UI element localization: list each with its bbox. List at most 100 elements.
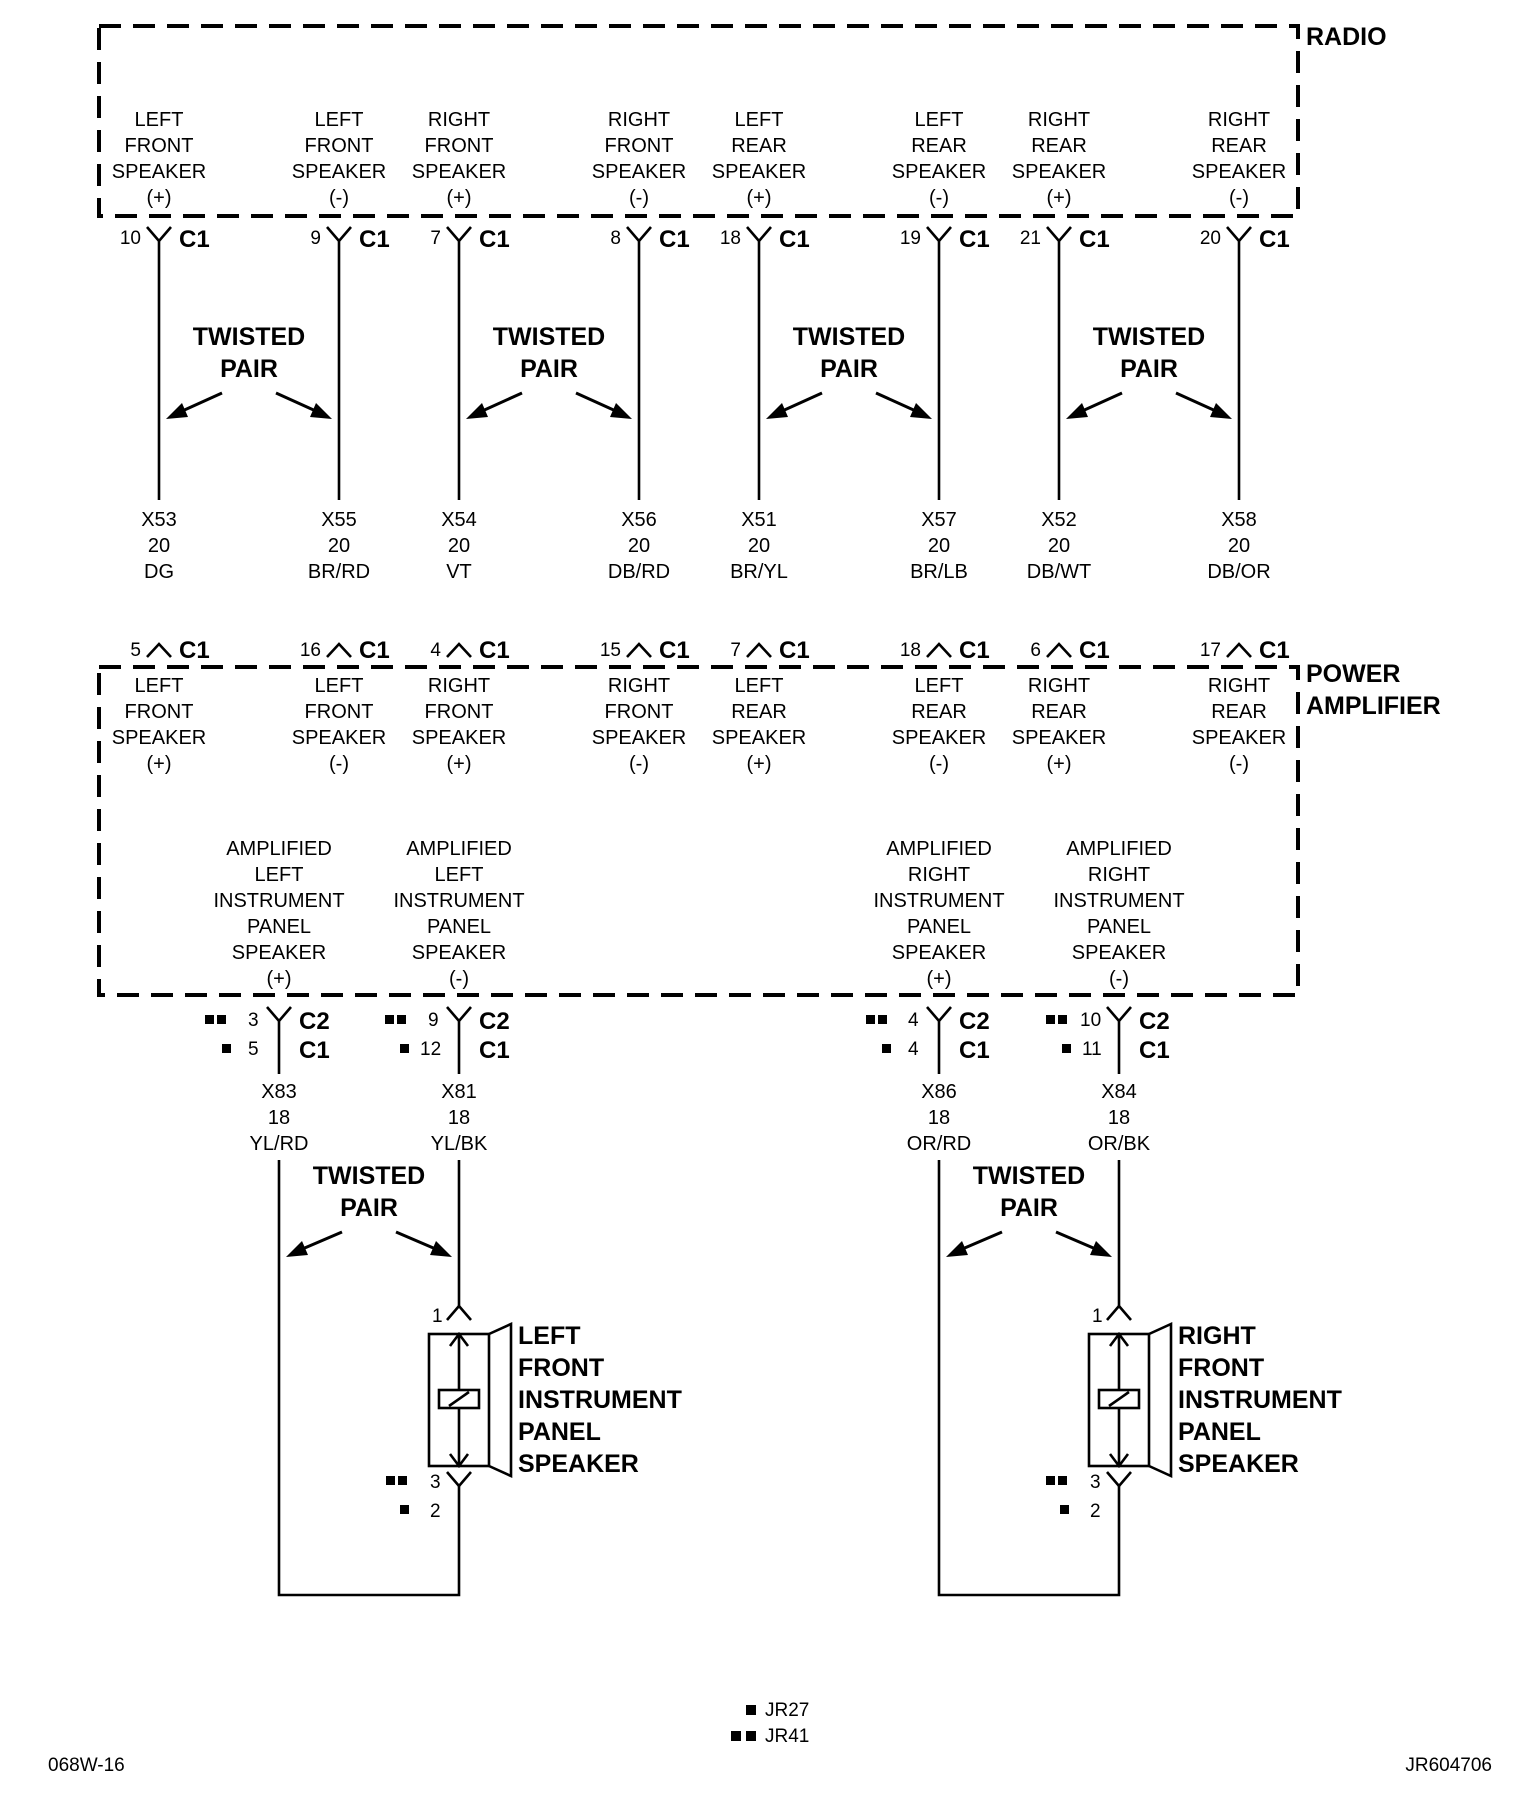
jr41-icon: [1058, 1015, 1067, 1024]
pin-number: 11: [1082, 1039, 1102, 1060]
arrow-head: [610, 403, 632, 419]
twisted-pair-label: PAIR: [220, 355, 278, 383]
amplifier-output: AMPLIFIED RIGHT INSTRUMENT PANEL SPEAKER…: [1053, 838, 1184, 990]
input-polarity: (+): [147, 753, 172, 775]
arrow-head: [466, 403, 488, 419]
input-label: SPEAKER: [1192, 727, 1286, 749]
terminal-label: SPEAKER: [112, 161, 206, 183]
output-label: PANEL: [1087, 916, 1151, 938]
speaker-name: PANEL: [518, 1418, 601, 1446]
input-polarity: (-): [629, 753, 649, 775]
speaker-pin: 3: [1090, 1472, 1101, 1493]
connector-id: C1: [1259, 637, 1290, 664]
arrow-line: [275, 391, 319, 414]
output-label: AMPLIFIED: [406, 838, 512, 860]
radio-title: RADIO: [1306, 23, 1387, 51]
input-label: FRONT: [305, 701, 374, 723]
pin-number: 10: [1080, 1010, 1101, 1031]
variant-icon-pair: [385, 1015, 406, 1024]
input-label: SPEAKER: [712, 727, 806, 749]
output-label: SPEAKER: [412, 942, 506, 964]
terminal-polarity: (-): [1229, 187, 1249, 209]
variant-icon-pair: [1046, 1015, 1067, 1024]
pin-number: 4: [908, 1039, 919, 1060]
terminal-polarity: (+): [147, 187, 172, 209]
terminal-label: FRONT: [125, 135, 194, 157]
connector-id: C2: [959, 1008, 990, 1035]
output-label: SPEAKER: [892, 942, 986, 964]
power-amplifier-module: POWER AMPLIFIER: [97, 660, 1441, 997]
radio-terminal: LEFT REAR SPEAKER (+) 18 C1: [712, 109, 810, 253]
connector-caret: [746, 642, 772, 658]
wire-color: OR/RD: [907, 1133, 971, 1155]
connector-id: C1: [359, 637, 390, 664]
terminal-label: FRONT: [605, 135, 674, 157]
speaker-name: SPEAKER: [518, 1450, 639, 1478]
connector-id: C1: [1079, 226, 1110, 253]
pin-number: 4: [430, 640, 441, 661]
output-label: AMPLIFIED: [226, 838, 332, 860]
jr41-icon: [397, 1015, 406, 1024]
connector-id: C1: [959, 226, 990, 253]
connector-id: C1: [959, 637, 990, 664]
speaker-name: SPEAKER: [1178, 1450, 1299, 1478]
output-label: INSTRUMENT: [1053, 890, 1184, 912]
speaker-pin: 1: [432, 1306, 443, 1327]
arrow-line: [479, 391, 523, 414]
jr27-icon: [746, 1705, 756, 1715]
terminal-label: FRONT: [425, 135, 494, 157]
wire-circuit: X55: [321, 509, 357, 531]
output-label: LEFT: [255, 864, 304, 886]
twisted-pair-label: PAIR: [1120, 355, 1178, 383]
input-polarity: (-): [329, 753, 349, 775]
jr41-icon: [205, 1015, 214, 1024]
wire-label-bg: [125, 500, 193, 590]
arrow-head: [946, 1241, 968, 1257]
radio-terminal: RIGHT FRONT SPEAKER (-) 8 C1: [592, 109, 690, 253]
pin-number: 16: [300, 640, 321, 661]
connector-caret: [1046, 642, 1072, 658]
speaker-loop-wires: [277, 1160, 1121, 1597]
input-label: SPEAKER: [1012, 727, 1106, 749]
wire-circuit: X83: [261, 1081, 297, 1103]
diagram-code-right: JR604706: [1405, 1755, 1492, 1776]
terminal-label: LEFT: [915, 109, 964, 131]
connector-id: C1: [479, 1037, 510, 1064]
wire-x86-loop: [937, 1160, 1121, 1597]
arrow-line: [959, 1230, 1003, 1252]
output-label: AMPLIFIED: [1066, 838, 1172, 860]
input-label: FRONT: [125, 701, 194, 723]
connector-id: C2: [299, 1008, 330, 1035]
connector-id: C1: [479, 637, 510, 664]
amplifier-input-carets: [146, 642, 1252, 658]
wire-gauge: 20: [328, 535, 350, 557]
amplifier-input: 5 C1 LEFT FRONT SPEAKER (+): [112, 637, 210, 775]
input-label: FRONT: [425, 701, 494, 723]
output-label: RIGHT: [1088, 864, 1150, 886]
connector-caret: [626, 642, 652, 658]
terminal-label: LEFT: [315, 109, 364, 131]
arrow-head: [310, 403, 332, 419]
arrow-head: [1090, 1241, 1112, 1257]
input-polarity: (+): [1047, 753, 1072, 775]
wire-color: DB/OR: [1207, 561, 1270, 583]
connector-id: C1: [479, 226, 510, 253]
amplifier-box: [97, 665, 1300, 997]
jr27-icon: [882, 1044, 891, 1053]
wire-circuit: X57: [921, 509, 957, 531]
speaker-caret-top: [1106, 1304, 1132, 1321]
wire-gauge: 20: [928, 535, 950, 557]
terminal-polarity: (+): [1047, 187, 1072, 209]
arrow-line: [575, 391, 619, 414]
pin-number: 21: [1020, 228, 1041, 249]
jr41-icon: [385, 1015, 394, 1024]
twisted-pair-label: TWISTED: [193, 323, 306, 351]
variant-legend: JR27 JR41: [731, 1700, 809, 1747]
jr27-icon: [400, 1505, 409, 1514]
output-connector-y: [1106, 1006, 1132, 1074]
jr41-icon: [878, 1015, 887, 1024]
amplifier-output-connectors: 3 C2 5 C1 9 C2 12 C1 4 C2 4 C1 1: [205, 1006, 1170, 1074]
wire-label-bg: [425, 500, 493, 590]
speaker-name: LEFT: [518, 1322, 581, 1350]
